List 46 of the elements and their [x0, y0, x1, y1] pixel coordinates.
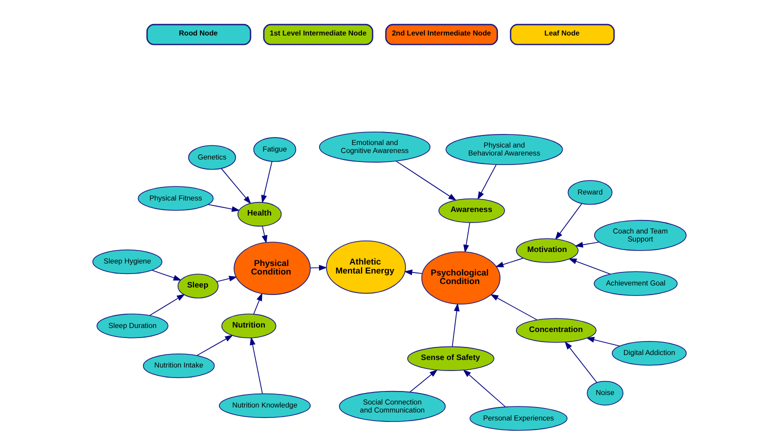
arrow	[216, 276, 237, 282]
node-ellipse: Genetics	[188, 145, 236, 170]
node-ellipse: Fatigue	[252, 137, 296, 162]
arrow	[490, 294, 537, 320]
arrow	[586, 336, 620, 346]
node-ellipse: Emotional and Cognitive Awareness	[318, 132, 430, 163]
node-ellipse: Personal Experiences	[469, 406, 568, 431]
arrow	[260, 161, 272, 204]
arrow	[408, 369, 438, 392]
arrow	[462, 369, 506, 408]
arrow	[196, 334, 233, 356]
node-ellipse: Achievement Goal	[593, 271, 678, 296]
arrow	[148, 294, 185, 316]
legend-label: 1st Level Intermediate Node	[269, 28, 366, 38]
arrow	[574, 242, 599, 248]
arrow	[462, 222, 470, 253]
arrow	[220, 168, 251, 204]
arrow	[554, 203, 582, 240]
node-ellipse: Nutrition Intake	[142, 354, 214, 378]
arrow	[249, 336, 262, 394]
legend-label: 2nd Level Intermediate Node	[391, 28, 490, 38]
arrow	[252, 292, 262, 314]
node-ellipse: Nutrition Knowledge	[218, 393, 310, 418]
node-ellipse: Physical Condition	[233, 242, 310, 295]
arrow	[564, 341, 597, 383]
arrow	[151, 270, 182, 281]
node-ellipse: Digital Addiction	[611, 340, 686, 366]
node-ellipse: Physical Fitness	[137, 186, 214, 211]
node-ellipse: Physical and Behavioral Awareness	[445, 134, 562, 166]
arrow	[476, 164, 496, 200]
node-ellipse: Sleep Duration	[96, 314, 168, 338]
node-ellipse: Athletic Mental Energy	[326, 240, 406, 294]
node-ellipse: Coach and Team Support	[594, 220, 686, 251]
legend-label: Leaf Node	[544, 28, 580, 38]
node-ellipse: Noise	[586, 380, 623, 406]
arrow	[568, 258, 610, 274]
arrow	[395, 160, 456, 201]
arrow	[404, 270, 422, 276]
legend-label: Rood Node	[178, 28, 218, 38]
node-ellipse: Sleep Hygiene	[92, 249, 162, 274]
arrow	[494, 258, 524, 268]
arrow	[207, 204, 240, 212]
arrow	[261, 226, 267, 244]
node-ellipse: Reward	[567, 180, 612, 205]
node-ellipse: Social Connection and Communication	[338, 390, 446, 422]
arrow	[451, 302, 460, 347]
